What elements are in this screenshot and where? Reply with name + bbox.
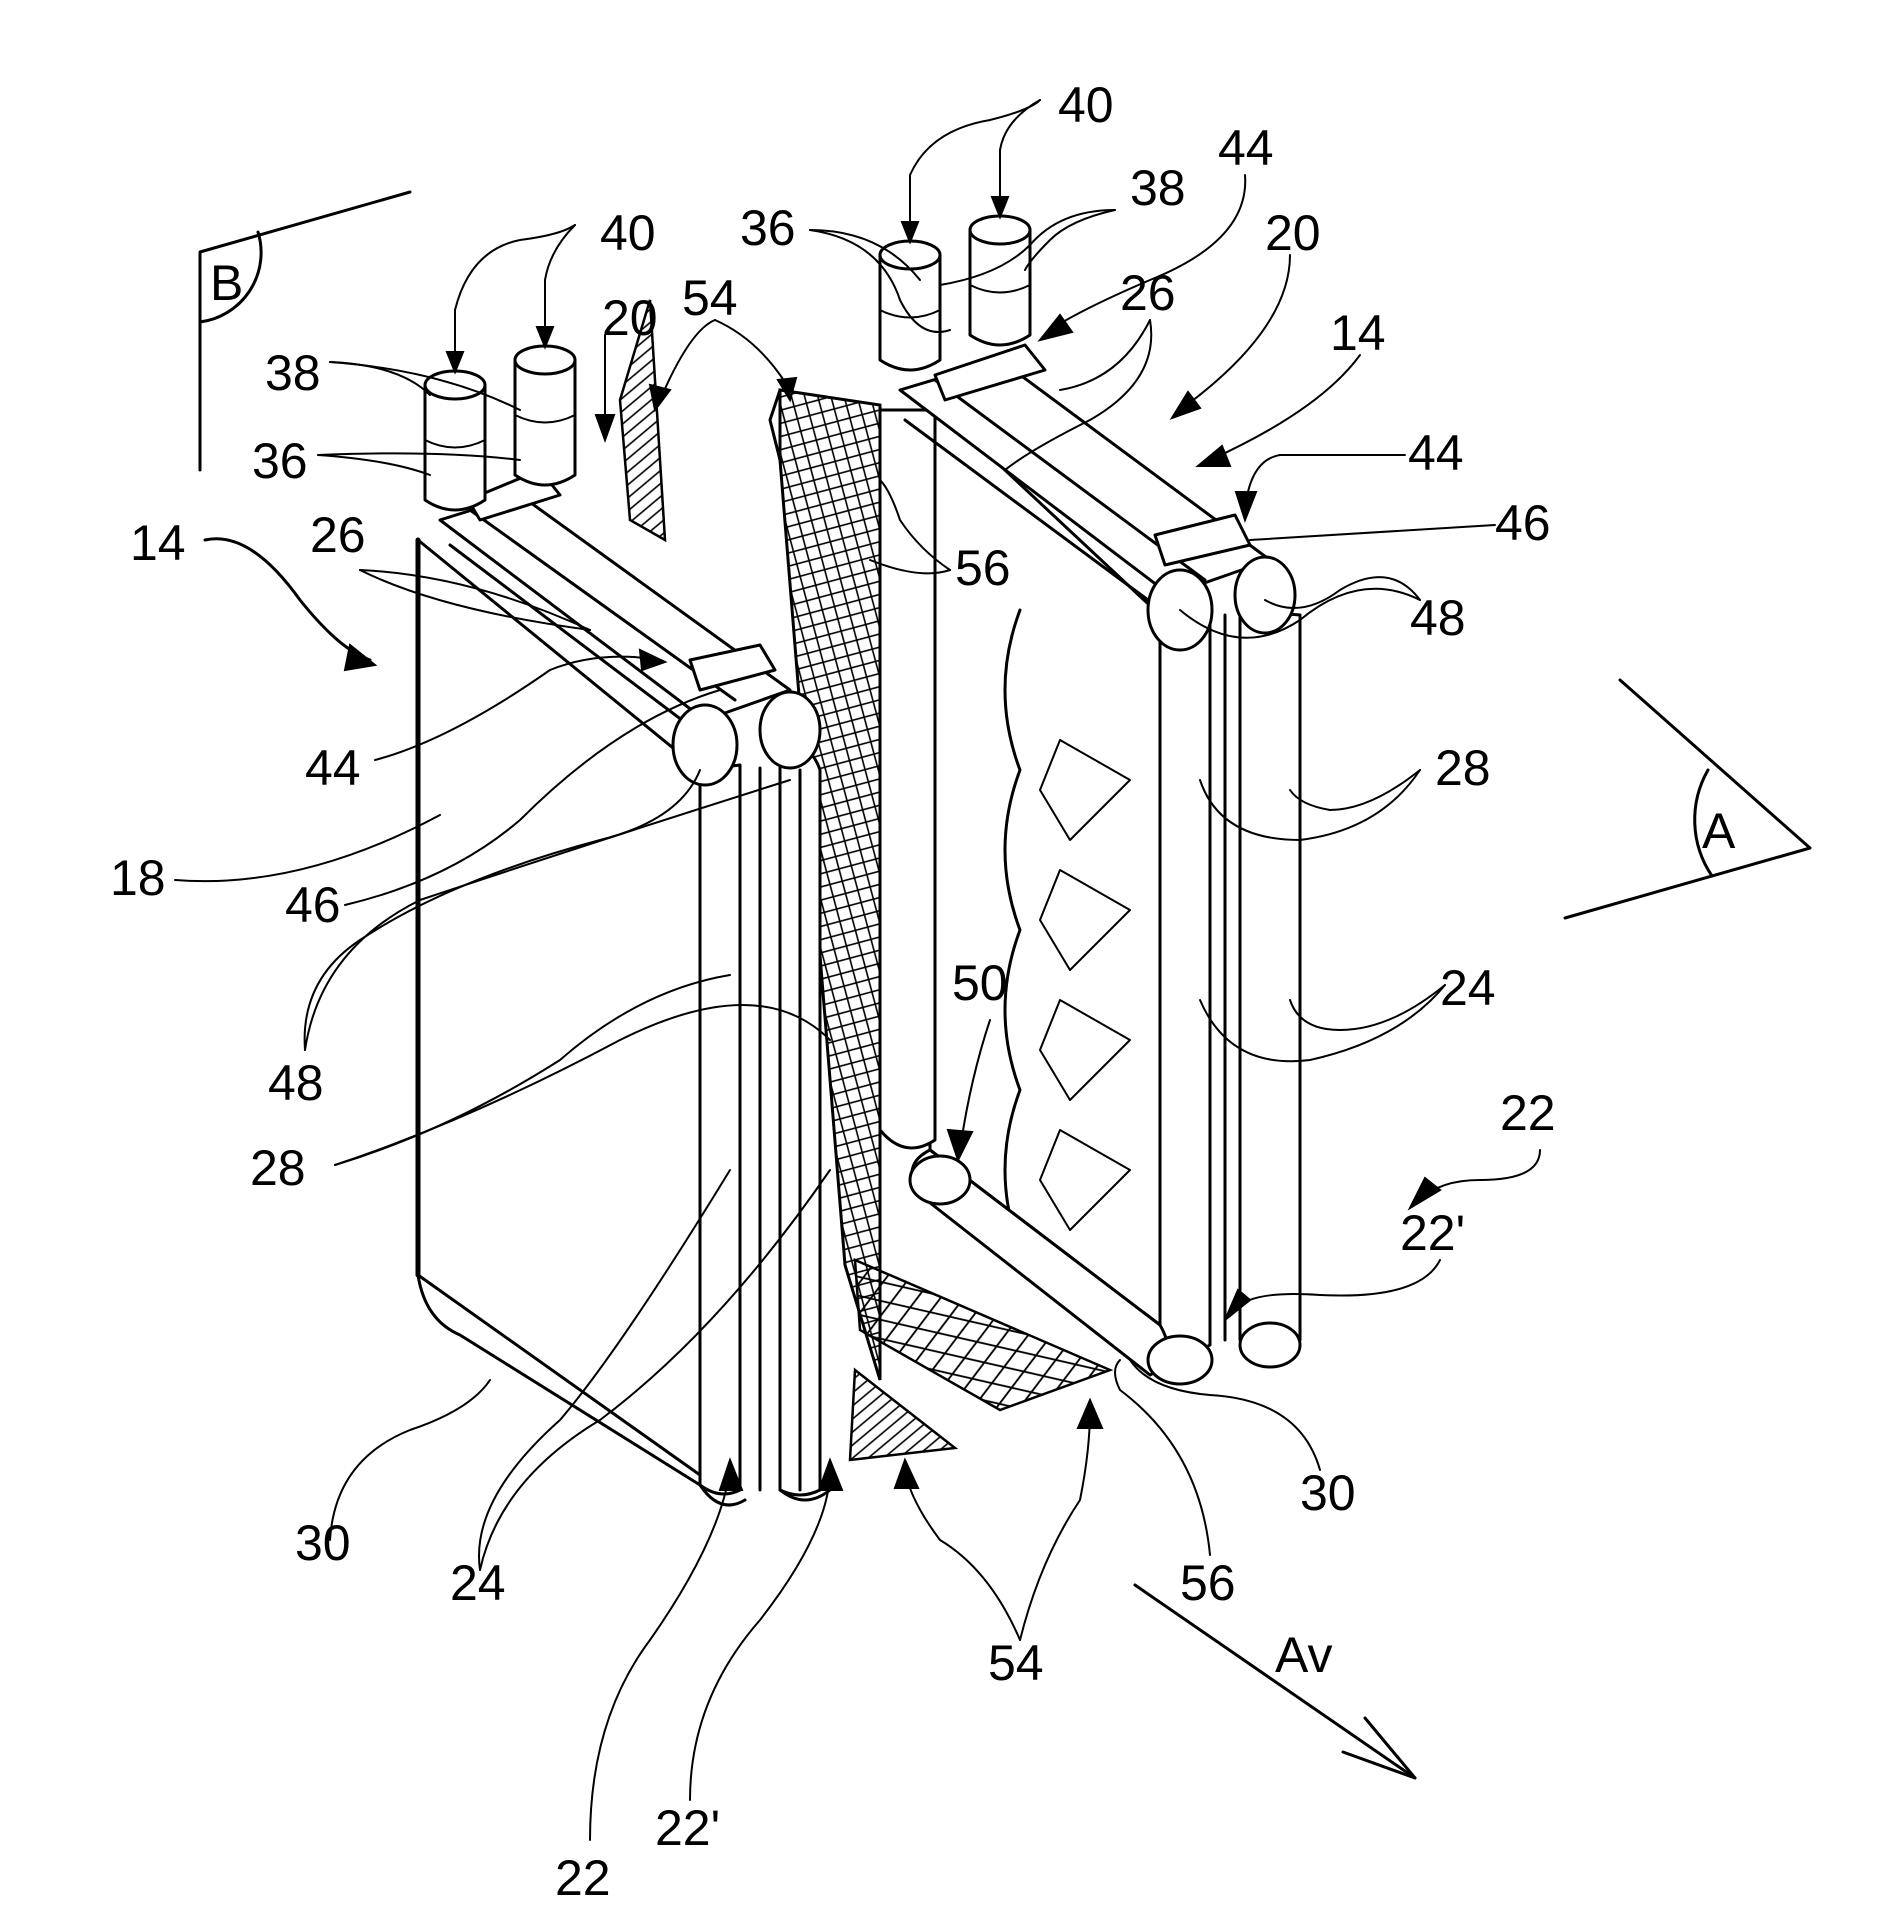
- label-22prime-right: 22': [1400, 1205, 1465, 1261]
- label-22-left: 22: [555, 1850, 611, 1906]
- label-38-left: 38: [265, 345, 321, 401]
- label-44-top: 44: [1218, 120, 1274, 176]
- label-50: 50: [952, 955, 1008, 1011]
- label-18: 18: [110, 850, 166, 906]
- label-44-left: 44: [305, 740, 361, 796]
- label-14-right: 14: [1330, 305, 1386, 361]
- label-22prime-left: 22': [655, 1800, 720, 1856]
- left-heat-exchanger: [418, 346, 830, 1505]
- label-24-left: 24: [450, 1555, 506, 1611]
- label-56-bottom: 56: [1180, 1555, 1236, 1611]
- plane-b-indicator: B: [200, 192, 410, 470]
- label-40-left: 40: [600, 205, 656, 261]
- label-30-left: 30: [295, 1515, 351, 1571]
- label-26-left: 26: [310, 507, 366, 563]
- label-26-right: 26: [1120, 265, 1176, 321]
- label-46-left: 46: [285, 877, 341, 933]
- label-36-left: 36: [252, 433, 308, 489]
- label-30-right: 30: [1300, 1465, 1356, 1521]
- label-46-right: 46: [1495, 495, 1551, 551]
- label-44-right: 44: [1408, 425, 1464, 481]
- plane-a-indicator: A: [1565, 680, 1810, 918]
- label-38-right: 38: [1130, 160, 1186, 216]
- label-56-top: 56: [955, 540, 1011, 596]
- airflow-arrow: Av: [1135, 1585, 1415, 1778]
- label-14-left: 14: [130, 515, 186, 571]
- label-54-top: 54: [682, 270, 738, 326]
- label-40-right: 40: [1058, 77, 1114, 133]
- label-54-bottom: 54: [988, 1635, 1044, 1691]
- right-heat-exchanger: [880, 216, 1300, 1384]
- label-24-right: 24: [1440, 960, 1496, 1016]
- label-36-right: 36: [740, 200, 796, 256]
- label-48-left: 48: [268, 1055, 324, 1111]
- label-a: A: [1702, 803, 1736, 859]
- label-20-left: 20: [602, 290, 658, 346]
- label-48-right: 48: [1410, 590, 1466, 646]
- label-28-left: 28: [250, 1140, 306, 1196]
- label-20-right: 20: [1265, 205, 1321, 261]
- label-b: B: [210, 255, 243, 311]
- label-22-right: 22: [1500, 1085, 1556, 1141]
- label-28-right: 28: [1435, 740, 1491, 796]
- label-av: Av: [1275, 1627, 1332, 1683]
